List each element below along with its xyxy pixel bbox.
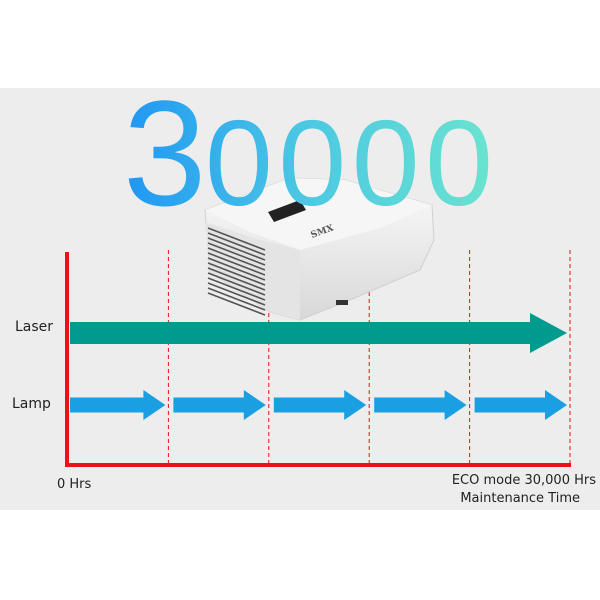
vent-slot (207, 242, 266, 266)
arrow (374, 390, 467, 420)
vent-slot (207, 227, 266, 251)
vent-slot (207, 282, 266, 306)
start-label: 0 Hrs (57, 477, 92, 492)
projector-image: SMX (204, 177, 435, 321)
end-label-line2: Maintenance Time (460, 491, 580, 506)
vent-slot (207, 272, 266, 296)
row-label-lamp: Lamp (12, 396, 51, 412)
headline-zeros: 0000 (205, 95, 490, 230)
vent-slot (207, 257, 266, 281)
headline-first-digit: 3 (123, 69, 206, 230)
arrow (70, 313, 567, 353)
end-label-line1: ECO mode 30,000 Hrs (451, 473, 596, 488)
headline-30000: 3 0000 (123, 69, 493, 230)
vent-slot (207, 247, 266, 271)
vent-slot (207, 232, 266, 256)
arrow (273, 390, 367, 420)
vent-slot (207, 267, 266, 291)
vent-slot (207, 252, 266, 276)
vent-slot (207, 277, 266, 301)
lamp-arrows (70, 390, 567, 420)
vent-slot (207, 292, 266, 316)
arrow (70, 390, 166, 420)
laser-arrows (70, 313, 567, 353)
arrow (474, 390, 567, 420)
row-label-laser: Laser (15, 319, 54, 335)
vent-slot (207, 237, 266, 261)
arrow (173, 390, 266, 420)
vent-slot (207, 262, 266, 286)
vent-slot (207, 287, 266, 311)
